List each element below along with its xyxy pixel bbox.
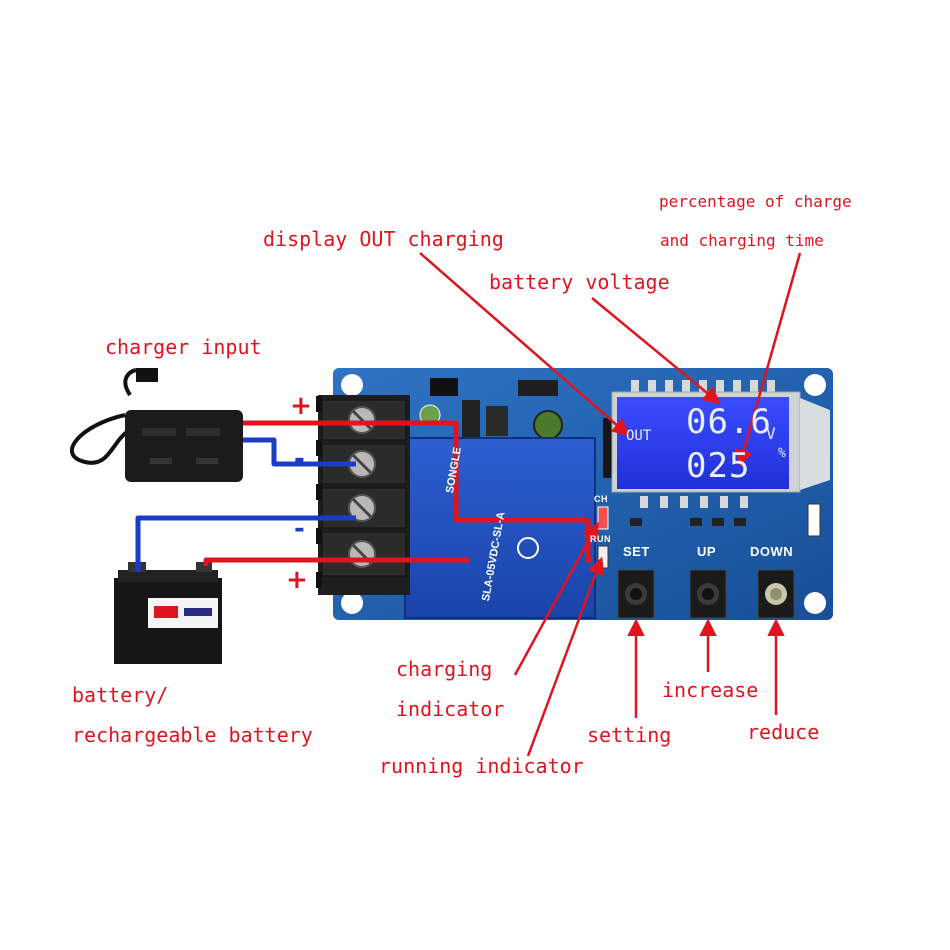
button-up[interactable]	[689, 569, 727, 619]
label-percentage-line1: percentage of charge	[659, 192, 852, 211]
arrow-battery-voltage	[591, 297, 721, 405]
arrow-charging-indicator	[513, 521, 599, 676]
label-battery-voltage: battery voltage	[489, 270, 670, 294]
arrow-percentage	[735, 252, 802, 468]
label-percentage-line2: and charging time	[660, 231, 824, 250]
arrow-running-indicator	[526, 556, 605, 757]
charger-minus-sign: -	[294, 444, 305, 474]
up-button-label: UP	[697, 544, 717, 559]
button-down[interactable]	[757, 569, 795, 619]
annotation-arrows	[419, 252, 802, 757]
charger-plus-sign: +	[290, 391, 312, 421]
set-button-label: SET	[623, 544, 650, 559]
charge-led	[597, 506, 609, 530]
battery-minus-sign: -	[294, 514, 305, 544]
lcd-percent: 025	[686, 446, 751, 486]
lcd-out-label: OUT	[626, 428, 652, 444]
button-set[interactable]	[617, 569, 655, 619]
label-display-out-charging: display OUT charging	[263, 227, 504, 251]
battery	[114, 562, 222, 664]
label-running-indicator: running indicator	[379, 754, 584, 778]
label-setting: setting	[587, 723, 672, 747]
label-increase: increase	[662, 678, 759, 702]
label-battery-line2: rechargeable battery	[72, 723, 313, 747]
down-button-label: DOWN	[750, 544, 794, 559]
arrow-display-out	[419, 252, 630, 437]
lcd-display	[611, 391, 830, 493]
battery-plus-sign: +	[286, 565, 308, 595]
lcd-voltage: 06.6	[686, 402, 772, 442]
lcd-unit-v: V	[766, 424, 776, 443]
label-charger-input: charger input	[105, 335, 262, 359]
label-battery-line1: battery/	[72, 683, 169, 707]
lcd-unit-pct: %	[778, 446, 786, 461]
run-led-label: RUN	[590, 534, 611, 544]
label-charging-indicator-line2: indicator	[396, 697, 505, 721]
charge-led-label: CH	[594, 494, 608, 504]
charger-adapter	[70, 368, 243, 482]
label-reduce: reduce	[747, 720, 820, 744]
label-charging-indicator-line1: charging	[396, 657, 493, 681]
